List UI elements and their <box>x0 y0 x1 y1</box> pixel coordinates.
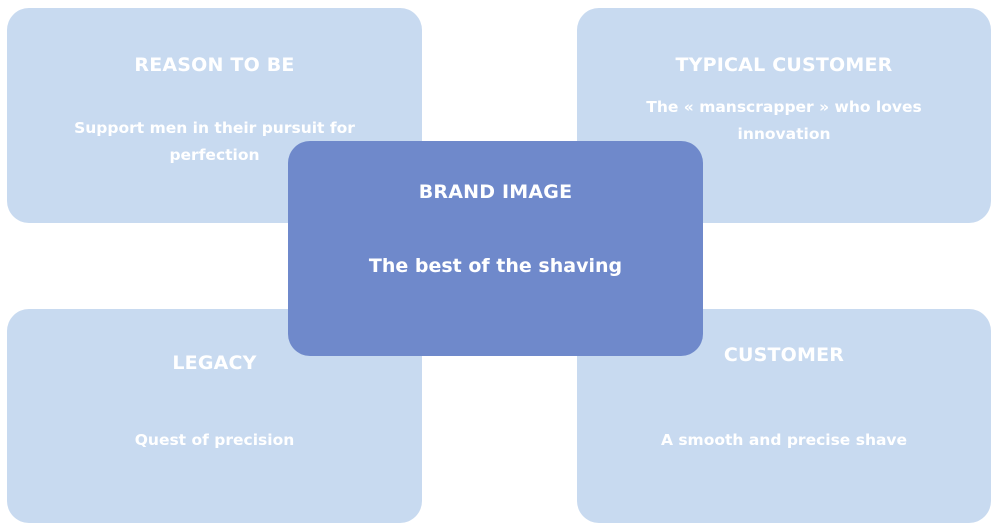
brand-image-title: BRAND IMAGE <box>418 181 573 203</box>
customer-title: CUSTOMER <box>723 344 845 366</box>
typical-customer-title: TYPICAL CUSTOMER <box>675 54 893 76</box>
reason-to-be-title: REASON TO BE <box>134 54 295 76</box>
reason-to-be-card: REASON TO BE Support men in their pursui… <box>7 8 422 223</box>
brand-image-card: BRAND IMAGE The best of the shaving <box>288 141 703 356</box>
reason-to-be-text: Support men in their pursuit for perfect… <box>74 119 355 164</box>
legacy-text: Quest of precision <box>134 431 295 449</box>
legacy-title: LEGACY <box>172 352 257 374</box>
brand-image-text: The best of the shaving <box>368 255 623 277</box>
typical-customer-text: The « manscrapper » who loves innovation <box>646 98 922 143</box>
customer-card: CUSTOMER A smooth and precise shave <box>577 309 991 523</box>
customer-text: A smooth and precise shave <box>660 431 908 449</box>
